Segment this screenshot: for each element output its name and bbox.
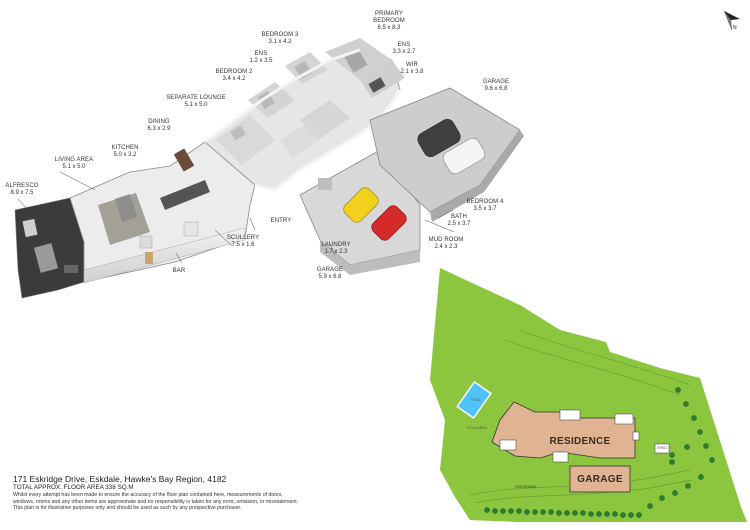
- site-label-residence: RESIDENCE: [549, 436, 611, 447]
- room-label-living-area: LIVING AREA 5.1 x 5.0: [54, 157, 94, 170]
- bed: [344, 49, 368, 73]
- room-label-wir: WIR 2.1 x 3.8: [400, 62, 424, 75]
- room-label-bedroom-4: BEDROOM 4 3.5 x 3.7: [466, 199, 504, 212]
- site-label-shed: SHED: [657, 446, 667, 450]
- garage-bottom-wall: [320, 240, 420, 275]
- laundry-area: [318, 178, 332, 190]
- footer: 171 Eskridge Drive, Eskdale, Hawke's Bay…: [13, 474, 403, 512]
- tree-row-bottom: [484, 507, 642, 518]
- room-label-mud-room: MUD ROOM 2.4 x 2.3: [428, 237, 464, 250]
- property-address: 171 Eskridge Drive, Eskdale, Hawke's Bay…: [13, 474, 227, 484]
- room-label-kitchen: KITCHEN 5.0 x 3.2: [111, 145, 139, 158]
- lounge-sofa: [230, 125, 246, 141]
- total-floor-area: TOTAL APPROX. FLOOR AREA 338 SQ.M: [13, 484, 134, 491]
- room-label-separate-lounge: SEPARATE LOUNGE 5.1 x 5.0: [166, 95, 226, 108]
- bed: [294, 60, 312, 80]
- room-label-primary-bedroom: PRIMARY BEDROOM 6.5 x 8.3: [373, 11, 405, 31]
- bar-stool: [145, 252, 153, 264]
- dark-car: [417, 119, 461, 157]
- room-label-laundry: LAUNDRY 1.7 x 2.3: [321, 242, 351, 255]
- room-label-ens-1: ENS 1.2 x 3.5: [249, 51, 273, 64]
- room-label-alfresco: ALFRESCO 8.9 x 7.5: [5, 183, 39, 196]
- room-label-ens-2: ENS 3.3 x 2.7: [392, 42, 416, 55]
- tree-row-right: [647, 387, 715, 509]
- compass-label: N: [733, 25, 737, 31]
- shed-building: [654, 443, 670, 454]
- room-label-bedroom-3: BEDROOM 3 3.1 x 4.2: [261, 32, 299, 45]
- floor-plan-3d: [14, 38, 524, 299]
- room-label-bath: BATH 2.5 x 3.7: [447, 214, 471, 227]
- wardrobe: [368, 77, 386, 93]
- disclaimer-line: windows, rooms and any other items are a…: [13, 498, 299, 505]
- outdoor-sofa: [33, 243, 59, 273]
- red-car: [371, 205, 407, 241]
- contour-line: [519, 329, 691, 386]
- dining-table: [173, 148, 195, 172]
- site-label-pool-area: POOL AREA: [467, 426, 487, 430]
- room-label-entry: ENTRY: [270, 218, 292, 224]
- bedroom-4-floor: [300, 100, 350, 140]
- north-arrow-icon: [724, 11, 740, 31]
- contour-line: [504, 339, 681, 396]
- bath-floor: [280, 125, 318, 158]
- interior-walls: [204, 48, 361, 144]
- residence-building: [491, 401, 636, 459]
- outdoor-bench: [64, 265, 78, 273]
- room-label-bedroom-2: BEDROOM 2 3.4 x 4.2: [215, 69, 253, 82]
- pool: [456, 380, 492, 420]
- driveway-path: [474, 479, 693, 504]
- driveway-path: [469, 469, 691, 496]
- sofa: [114, 194, 138, 222]
- kitchen-island: [160, 180, 210, 210]
- residence-room: [559, 409, 581, 421]
- room-label-bar: BAR: [172, 268, 186, 274]
- cabinet: [183, 221, 199, 237]
- site-plan: [430, 268, 747, 522]
- site-label-driveway: DRIVEWAY: [515, 484, 537, 489]
- bed: [257, 90, 275, 110]
- room-label-dining: DINING 6.3 x 2.9: [147, 119, 171, 132]
- white-car: [442, 137, 486, 175]
- garage-top-wall: [430, 130, 524, 222]
- residence-room: [632, 431, 640, 441]
- grass-lot: [430, 268, 747, 522]
- outdoor-table: [22, 218, 38, 238]
- north-arrow-icon: N: [712, 3, 748, 37]
- yellow-car: [343, 187, 379, 223]
- garage-building: [569, 465, 631, 493]
- room-label-garage-top: GARAGE 9.6 x 6.8: [482, 79, 510, 92]
- residence-room: [614, 413, 634, 425]
- site-label-garage: GARAGE: [577, 474, 623, 485]
- cabinet: [139, 235, 153, 249]
- residence-room: [552, 451, 569, 463]
- disclaimer-line: Whilst every attempt has been made to en…: [13, 492, 283, 498]
- site-label-pool: POOL: [471, 398, 481, 402]
- separate-lounge-floor: [216, 115, 275, 165]
- room-label-scullery: SCULLERY 7.5 x 1.6: [226, 235, 260, 248]
- residence-room: [499, 439, 517, 451]
- disclaimer-line: This plan is for illustrative purposes o…: [13, 505, 242, 512]
- label-leaders: [17, 171, 455, 264]
- front-wall: [83, 227, 246, 284]
- room-label-garage-bottom: GARAGE 5.9 x 6.8: [316, 267, 344, 280]
